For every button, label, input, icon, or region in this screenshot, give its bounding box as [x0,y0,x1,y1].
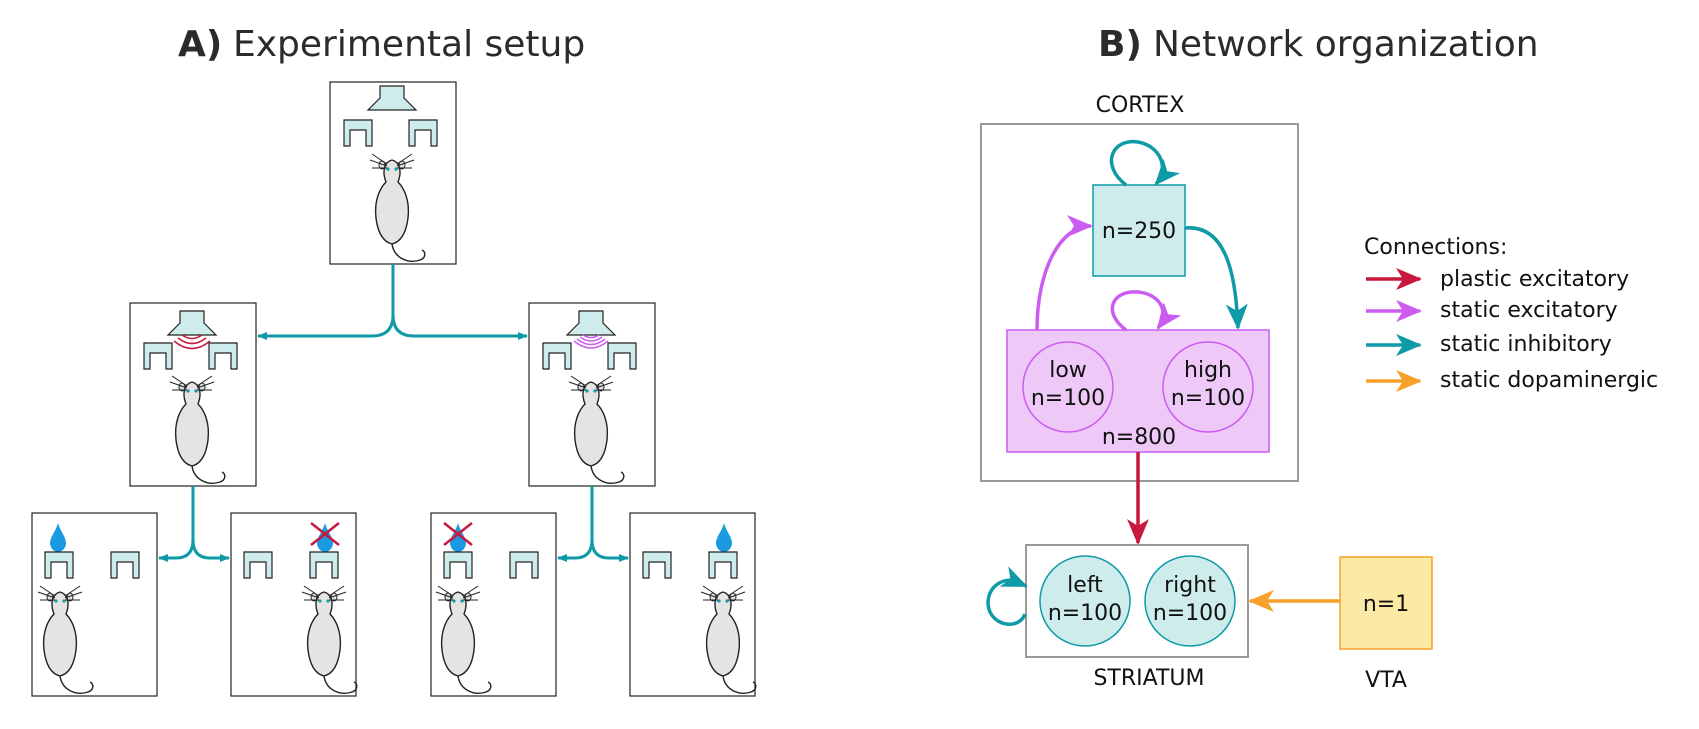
excitatory-to-inhibitory-arrow [1035,215,1093,331]
inhibitory-self-loop [1109,139,1181,187]
right-population-count: n=100 [1153,601,1227,626]
left-population-count: n=100 [1048,601,1122,626]
panel-b-title: B) Network organization [1098,24,1539,65]
panel-b-letter: B) [1098,24,1142,65]
branch-arrows-left [158,486,230,562]
setup-box-high-left-no-reward [430,512,557,697]
setup-box-high-tone [528,302,656,487]
vta-count: n=1 [1363,592,1409,617]
setup-box-low-left-reward [31,512,158,697]
right-population-name: right [1164,573,1216,598]
high-population-name: high [1184,358,1232,383]
low-population-node [1022,341,1114,433]
striatum-label: STRIATUM [1093,666,1204,691]
branch-arrows-top [257,264,528,340]
right-population-node [1144,555,1236,647]
legend-label: static dopaminergic [1440,368,1658,393]
cross-icon [310,522,340,546]
cortex-inhibitory-node [1092,184,1186,277]
setup-box-low-right-no-reward [230,512,358,697]
setup-box-start [329,81,457,265]
setup-box-high-right-reward [629,512,757,697]
panel-a-title: A) Experimental setup [178,24,585,65]
striatum-self-loop [986,578,1027,626]
legend-item-static-excitatory: static excitatory [1366,298,1618,323]
legend-item-static-dopaminergic: static dopaminergic [1366,368,1658,393]
low-population-count: n=100 [1031,386,1105,411]
low-population-name: low [1049,358,1087,383]
setup-box-low-tone [129,302,257,487]
striatum-self-loop-head [999,566,1028,588]
left-population-node [1039,555,1131,647]
legend-item-static-inhibitory: static inhibitory [1366,332,1612,357]
low-tone-waves-icon [173,334,211,350]
cortex-excitatory-count: n=800 [1102,425,1176,450]
legend-item-plastic-excitatory: plastic excitatory [1366,267,1629,292]
connections-legend: Connections: plastic excitatory static e… [1364,235,1658,393]
cortex-inhibitory-count: n=250 [1102,219,1176,244]
branch-arrows-right [557,486,629,562]
vta-label: VTA [1365,668,1407,693]
legend-label: plastic excitatory [1440,267,1629,292]
excitatory-self-loop [1110,290,1182,332]
left-population-name: left [1067,573,1103,598]
vta-node [1339,556,1433,650]
legend-label: static inhibitory [1440,332,1612,357]
high-population-count: n=100 [1171,386,1245,411]
panel-b-title-text: Network organization [1153,24,1539,65]
inhibitory-to-excitatory-arrow [1184,226,1248,330]
cross-icon [443,522,473,546]
legend-label: static excitatory [1440,298,1618,323]
high-population-node [1162,341,1254,433]
panel-a-letter: A) [178,24,222,65]
cortex-label: CORTEX [1096,93,1185,118]
high-tone-waves-icon [573,334,609,349]
legend-title: Connections: [1364,235,1507,260]
panel-a-title-text: Experimental setup [233,24,585,65]
